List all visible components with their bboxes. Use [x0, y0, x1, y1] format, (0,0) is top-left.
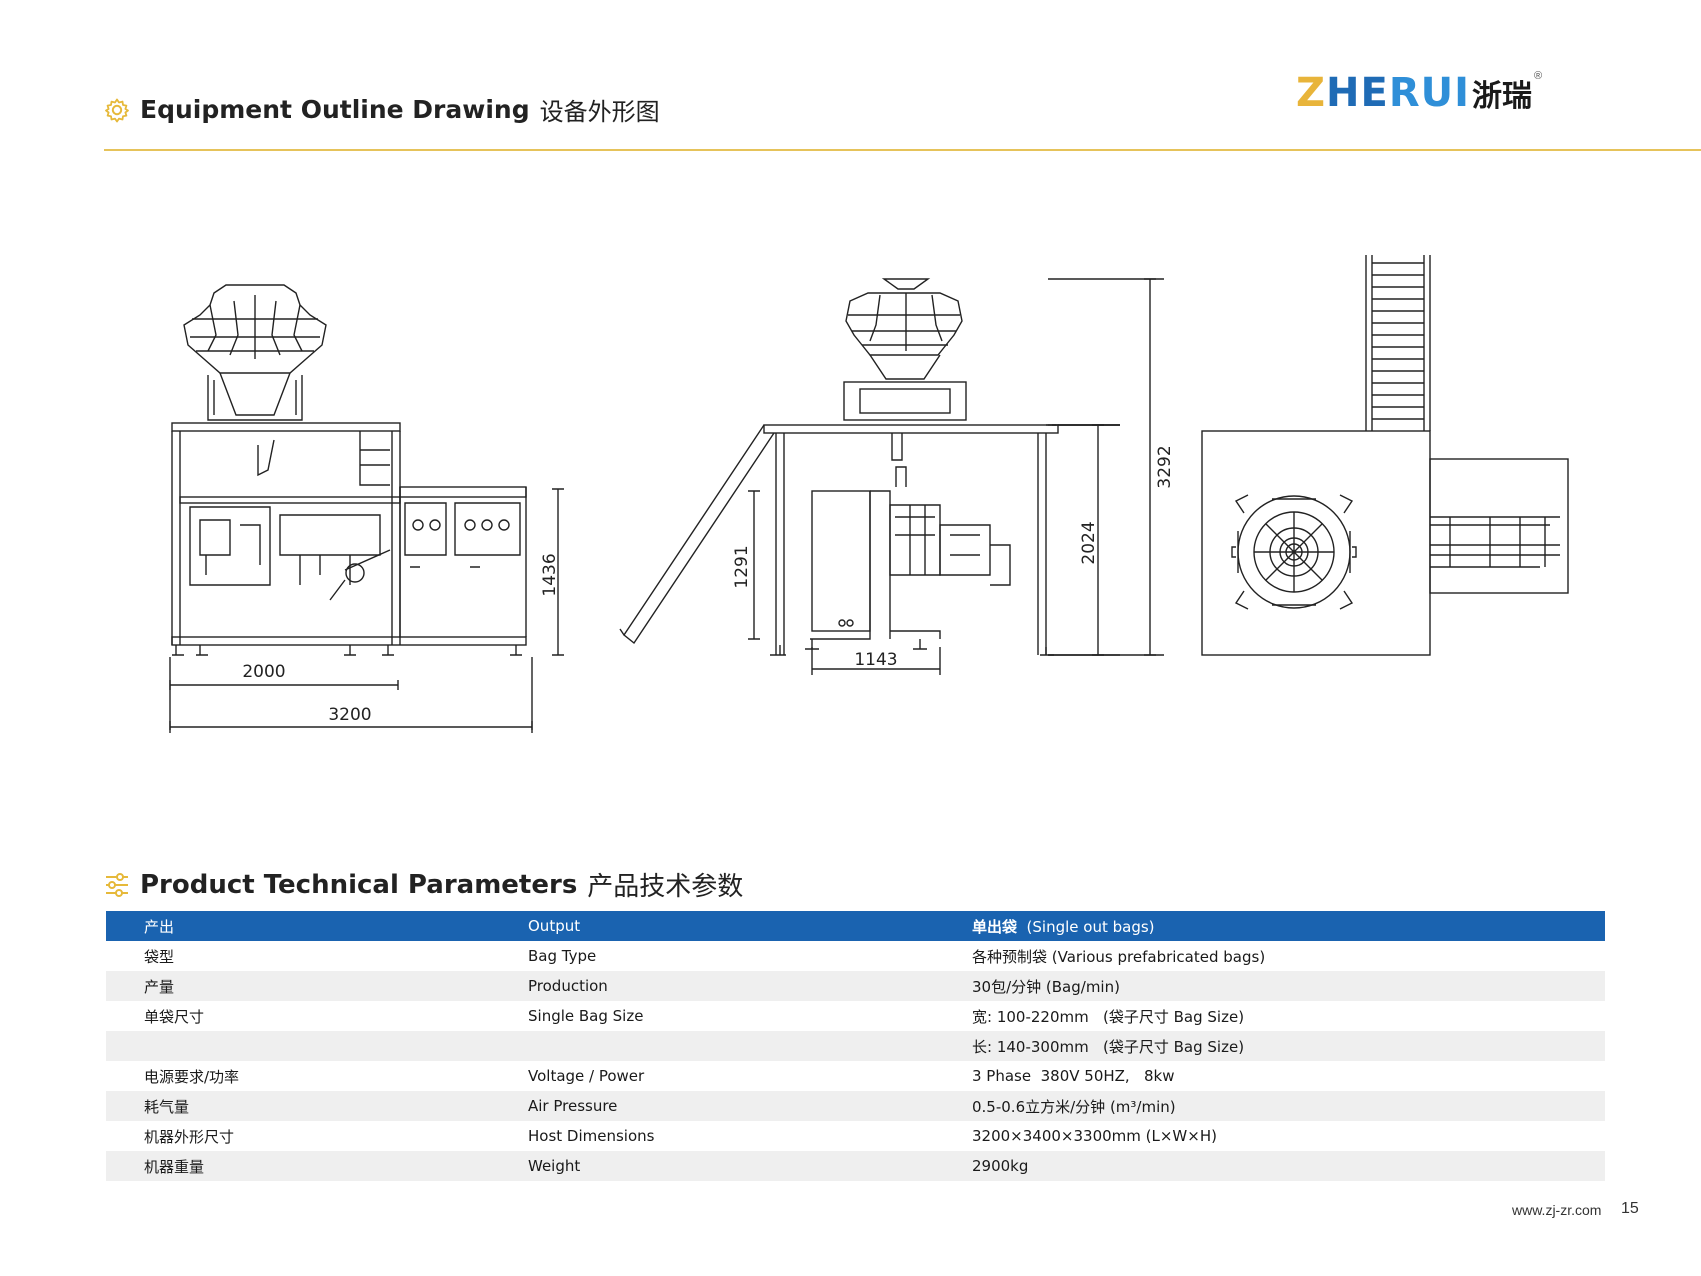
logo-cn: 浙瑞 [1472, 79, 1532, 114]
param-en: Air Pressure [528, 1091, 972, 1121]
param-cn: 袋型 [144, 947, 175, 966]
section-title-cn: 产品技术参数 [587, 872, 744, 902]
table-row: 机器重量 Weight 2900kg [106, 1151, 1605, 1181]
top-view [1201, 255, 1569, 656]
param-cn: 产出 [106, 911, 528, 941]
header-divider [104, 149, 1701, 151]
param-value: 单出袋 (Single out bags) [972, 911, 1605, 941]
side-view [619, 278, 1164, 675]
table-row: 耗气量 Air Pressure 0.5-0.6立方米/分钟 (m³/min) [106, 1091, 1605, 1121]
param-en: Voltage / Power [528, 1067, 645, 1085]
table-row: 机器外形尺寸 Host Dimensions 3200×3400×3300mm … [106, 1121, 1605, 1151]
dim-front-width-total: 3200 [328, 705, 371, 725]
param-value: 宽: 100-220mm (袋子尺寸 Bag Size) [972, 1007, 1245, 1026]
front-view [169, 284, 564, 733]
param-en [528, 1031, 972, 1061]
param-value: 各种预制袋 (Various prefabricated bags) [972, 947, 1266, 966]
table-row: 产出 Output 单出袋 (Single out bags) [106, 911, 1605, 941]
param-cn: 单袋尺寸 [144, 1007, 205, 1026]
logo-z: Z [1296, 70, 1327, 116]
param-value: 2900kg [972, 1151, 1605, 1181]
param-cn: 机器重量 [106, 1151, 528, 1181]
dim-side-height-mid: 2024 [1079, 521, 1099, 564]
param-value: 3 Phase 380V 50HZ, 8kw [972, 1067, 1175, 1085]
section-header-parameters: Product Technical Parameters 产品技术参数 [104, 866, 743, 903]
table-row: 产量 Production 30包/分钟 (Bag/min) [106, 971, 1605, 1001]
section-title-cn: 设备外形图 [539, 98, 660, 126]
param-value: 30包/分钟 (Bag/min) [972, 971, 1605, 1001]
dim-side-depth: 1143 [854, 650, 897, 670]
param-en: Production [528, 971, 972, 1001]
sliders-icon [106, 872, 128, 897]
logo-registered-mark: ® [1534, 70, 1543, 82]
param-cn: 机器外形尺寸 [144, 1127, 235, 1146]
parameters-table: 产出 Output 单出袋 (Single out bags) 袋型 Bag T… [106, 911, 1605, 1181]
equipment-outline-drawing: 2000 3200 1436 1291 1143 2024 3292 [169, 255, 1569, 733]
param-cn: 耗气量 [106, 1091, 528, 1121]
dim-front-height: 1436 [540, 553, 560, 596]
logo-rui: RUI [1388, 70, 1470, 116]
param-cn: 电源要求/功率 [144, 1067, 240, 1086]
param-en: Host Dimensions [528, 1127, 655, 1145]
param-value: 长: 140-300mm (袋子尺寸 Bag Size) [972, 1031, 1605, 1061]
dim-front-width-inner: 2000 [242, 662, 285, 682]
param-value-text: (Single out bags) [1017, 917, 1155, 936]
table-row: 长: 140-300mm (袋子尺寸 Bag Size) [106, 1031, 1605, 1061]
param-value: 0.5-0.6立方米/分钟 (m³/min) [972, 1091, 1605, 1121]
dim-side-height-low: 1291 [732, 545, 752, 588]
param-en: Output [528, 911, 972, 941]
dim-side-height-total: 3292 [1155, 445, 1175, 488]
footer-url[interactable]: www.zj-zr.com [1512, 1202, 1602, 1218]
brand-logo: Z HE RUI 浙瑞 ® [1296, 70, 1542, 116]
table-row: 单袋尺寸 Single Bag Size 宽: 100-220mm (袋子尺寸 … [106, 1001, 1605, 1031]
gear-icon [105, 98, 129, 122]
param-en: Single Bag Size [528, 1007, 644, 1025]
param-cn [106, 1031, 528, 1061]
param-value: 3200×3400×3300mm (L×W×H) [972, 1127, 1217, 1145]
param-cn: 产量 [106, 971, 528, 1001]
table-row: 电源要求/功率 Voltage / Power 3 Phase 380V 50H… [106, 1061, 1605, 1091]
page-number: 15 [1621, 1200, 1639, 1217]
logo-he: HE [1326, 70, 1389, 116]
section-header-outline: Equipment Outline Drawing 设备外形图 [104, 92, 660, 127]
section-title-en: Equipment Outline Drawing [140, 95, 530, 124]
param-en: Weight [528, 1151, 972, 1181]
param-en: Bag Type [528, 947, 597, 965]
table-row: 袋型 Bag Type 各种预制袋 (Various prefabricated… [106, 941, 1605, 971]
param-value-bold: 单出袋 [972, 917, 1018, 936]
section-title-en: Product Technical Parameters [140, 869, 578, 900]
